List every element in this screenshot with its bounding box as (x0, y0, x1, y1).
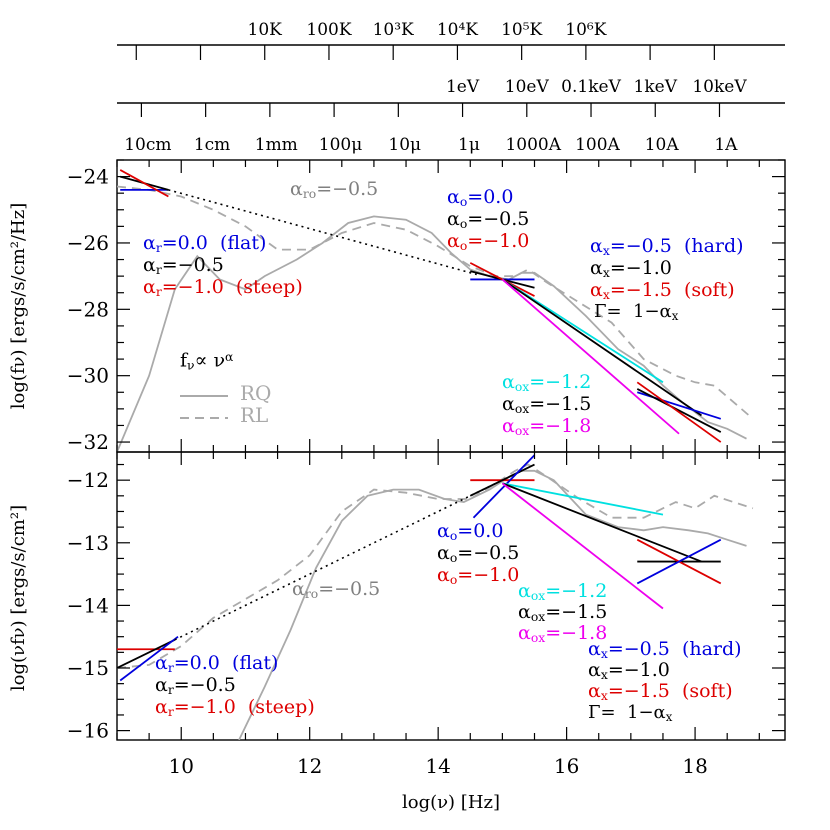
temperature-label: 100K (306, 20, 351, 40)
top-plot-area (117, 169, 754, 452)
wavelength-label: 1000A (505, 135, 561, 155)
top-y-tick-label: −26 (67, 231, 109, 255)
energy-label: 0.1keV (561, 77, 621, 97)
bottom-y-tick-label: −12 (67, 468, 109, 492)
top-segment-cyan (501, 278, 664, 384)
energy-label: 1keV (634, 77, 678, 97)
temperature-label: 10³K (373, 20, 414, 40)
bottom-segment-blue (472, 454, 536, 519)
bottom-y-tick-label: −14 (67, 593, 109, 617)
bottom-x-tick-label: 12 (297, 754, 322, 778)
top-series-rq (117, 215, 747, 452)
bottom-plot-area (117, 454, 754, 740)
bottom-segment-blue (636, 538, 722, 585)
bottom-series-rq (238, 469, 747, 740)
bottom-x-tick-label: 16 (554, 754, 579, 778)
energy-label: 10keV (692, 77, 747, 97)
temperature-label: 10⁴K (437, 20, 478, 40)
bottom-segment-black (469, 463, 535, 497)
top-segment-black (501, 278, 703, 417)
bottom-segment-black (502, 482, 702, 563)
wavelength-label: 10A (645, 135, 680, 155)
bottom-x-tick-label: 14 (425, 754, 450, 778)
wavelength-label: 1mm (255, 135, 298, 155)
bottom-series-rl (117, 463, 754, 669)
top-y-tick-label: −30 (67, 364, 109, 388)
top-segment-black (636, 388, 722, 433)
bottom-panel-frame (116, 451, 786, 741)
top-y-tick-label: −24 (67, 165, 109, 189)
bottom-y-tick-label: −15 (67, 656, 109, 680)
top-y-tick-label: −32 (67, 430, 109, 454)
bottom-segment-magenta (501, 482, 664, 610)
bottom-segment-black (174, 482, 497, 641)
top-segment-red (469, 262, 535, 297)
top-y-tick-label: −28 (67, 297, 109, 321)
bottom-segment-black (117, 639, 176, 669)
top-series-rl (117, 185, 754, 420)
bottom-xlabel: log(ν) [Hz] (402, 792, 500, 813)
bottom-panel: −12 −13 −14 −15 −16 10 12 14 16 18 (67, 451, 786, 778)
top-segment-red (636, 381, 722, 443)
bottom-x-tick-label: 10 (169, 754, 194, 778)
temperature-label: 10K (248, 20, 283, 40)
top-segment-red (119, 169, 169, 198)
bottom-x-tick-label: 18 (682, 754, 707, 778)
bottom-ylabel: log(νfν) [ergs/s/cm²] (8, 505, 29, 691)
bottom-segment-blue (119, 635, 179, 682)
top-ylabel: log(fν) [ergs/s/cm²/Hz] (8, 203, 29, 410)
wavelength-label: 1cm (194, 135, 230, 155)
wavelength-label: 1μ (458, 135, 480, 155)
top-axes: 10K 100K 10³K 10⁴K 10⁵K 10⁶K 1eV 10eV 0.1keV 1keV… (117, 20, 785, 155)
bottom-segment-cyan (502, 482, 664, 516)
wavelength-label: 10cm (124, 135, 171, 155)
top-segment-magenta (501, 278, 680, 435)
energy-label: 10eV (505, 77, 550, 97)
bottom-y-tick-label: −16 (67, 719, 109, 743)
wavelength-label: 100A (575, 135, 620, 155)
wavelength-label: 100μ (319, 135, 363, 155)
wavelength-label: 1A (714, 135, 738, 155)
energy-label: 1eV (446, 77, 480, 97)
wavelength-label: 10μ (388, 135, 421, 155)
temperature-label: 10⁶K (565, 20, 606, 40)
top-panel: −24 −26 −28 −30 −32 (67, 159, 786, 454)
bottom-y-tick-label: −13 (67, 531, 109, 555)
temperature-label: 10⁵K (501, 20, 542, 40)
